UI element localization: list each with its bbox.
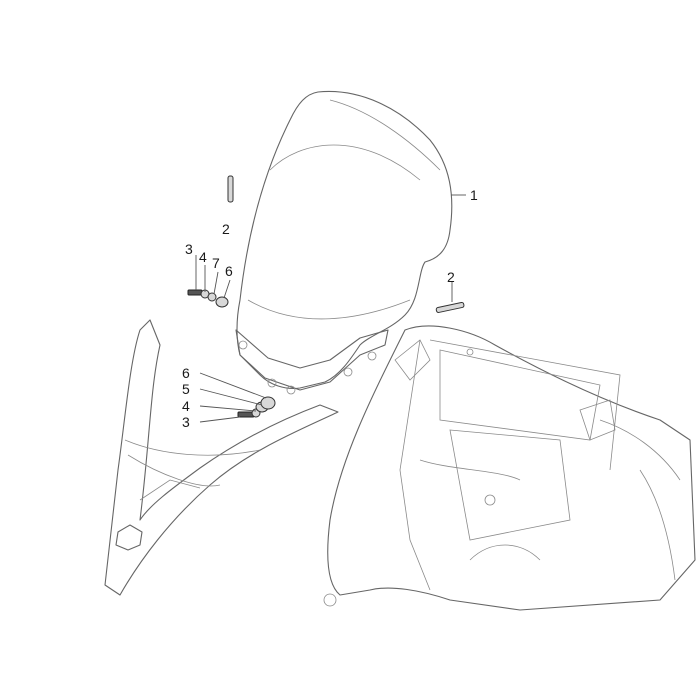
callout-3-upper: 3 [185,241,193,257]
callout-4-lower: 4 [182,398,190,414]
callout-labels: 1 2 2 3 4 7 6 6 5 4 3 [182,187,478,430]
callout-2-right: 2 [447,269,455,285]
callout-4-upper: 4 [199,249,207,265]
callout-1: 1 [470,187,478,203]
callout-6-upper: 6 [225,263,233,279]
callout-6-lower: 6 [182,365,190,381]
leader-lines [195,194,466,423]
lower-front-shield [104,319,339,596]
front-fairing-frame [323,325,696,611]
callout-2-upper: 2 [222,221,230,237]
windshield [235,90,453,395]
callout-5: 5 [182,381,190,397]
fastener-hardware [187,175,465,418]
callout-7: 7 [212,255,220,271]
callout-3-lower: 3 [182,414,190,430]
